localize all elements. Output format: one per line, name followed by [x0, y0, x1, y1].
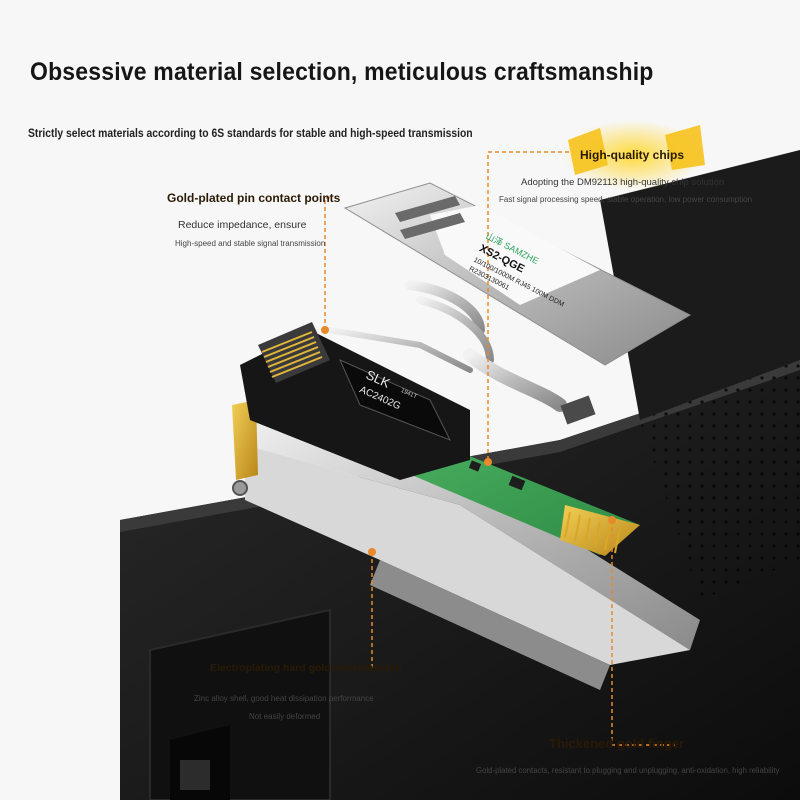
callout-gold-finger-title: Thickened gold finger [549, 736, 685, 751]
callout-dots [321, 326, 616, 556]
callout-pins-title: Gold-plated pin contact points [167, 191, 341, 205]
label-plate [343, 182, 692, 366]
callout-chips-title: High-quality chips [580, 148, 685, 162]
callout-pins-line2: High-speed and stable signal transmissio… [175, 239, 326, 248]
callout-pins-line1: Reduce impedance, ensure [178, 219, 307, 231]
callout-electroplating-title: Electroplating hard gold workmanship [210, 662, 402, 674]
small-chip [560, 395, 596, 425]
metal-cage [232, 400, 700, 690]
rj45-socket [240, 322, 470, 480]
callout-electroplating-line1: Zinc alloy shell, good heat dissipation … [194, 694, 374, 703]
spring-clip [327, 280, 567, 412]
callout-lines [324, 151, 675, 746]
callout-gold-finger-line1: Gold-plated contacts, resistant to plugg… [476, 766, 780, 775]
callout-chips-line1: Adopting the DM92113 high-quality chip s… [521, 177, 725, 188]
callout-electroplating-line2: Not easily deformed [249, 712, 321, 721]
subheadline: Strictly select materials according to 6… [28, 128, 473, 140]
callout-chips-line2: Fast signal processing speed, stable ope… [499, 195, 753, 204]
headline: Obsessive material selection, meticulous… [30, 58, 654, 86]
